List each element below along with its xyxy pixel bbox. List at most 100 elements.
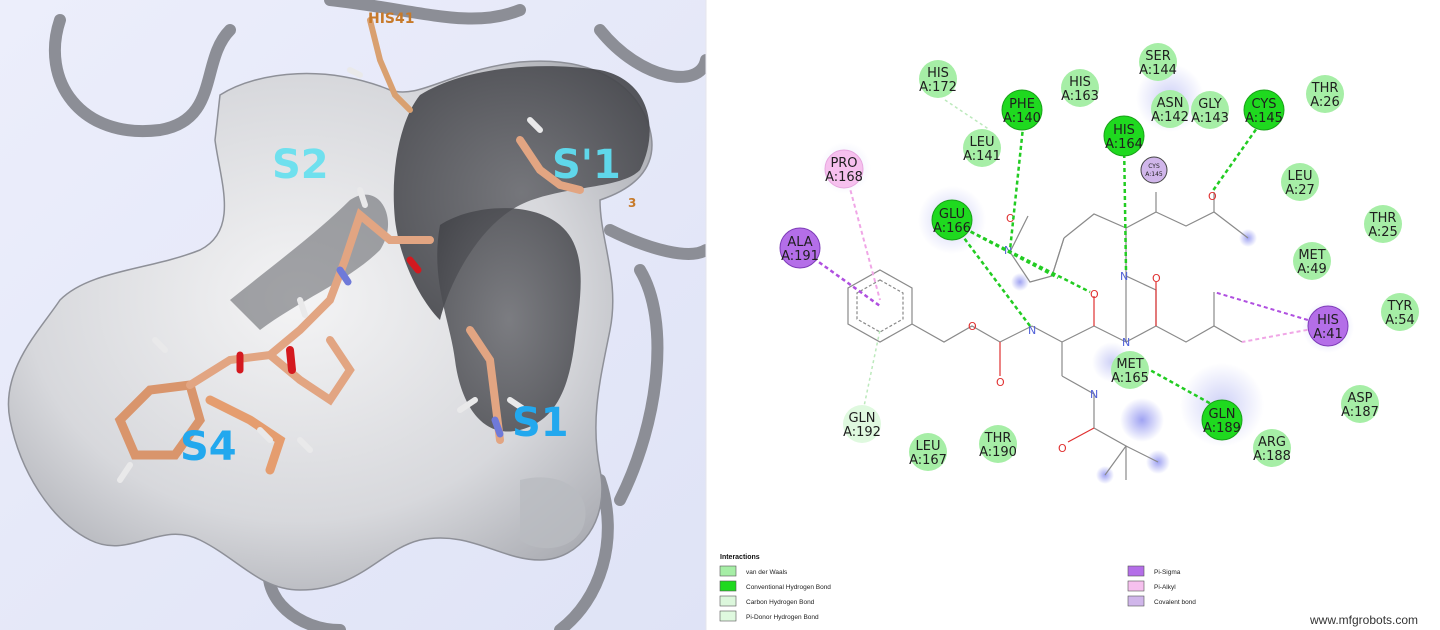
legend-item: Pi-Donor Hydrogen Bond	[719, 610, 819, 622]
residue-number: A:191	[781, 249, 819, 264]
benzene-aromatic	[856, 279, 904, 333]
atom-o-warhead: O	[1208, 190, 1217, 203]
ligand-s1p-chain	[516, 136, 584, 194]
macrocycle-left	[1125, 275, 1157, 342]
site-label-s1-prime: S'1	[552, 142, 621, 188]
ligand-oxygen-3	[406, 256, 422, 274]
residue-name: LEU	[970, 135, 995, 150]
legend-item: Conventional Hydrogen Bond	[719, 580, 831, 592]
residue-disc	[1293, 242, 1331, 280]
ring-bond	[1051, 237, 1065, 277]
legend-label: Pi-Sigma	[1154, 569, 1181, 576]
legend-title: Interactions	[720, 554, 760, 561]
residue-name: GLN	[848, 411, 875, 426]
legend-item: Pi-Sigma	[1127, 565, 1181, 577]
hydrogen-atoms	[117, 67, 543, 483]
legend-swatch	[719, 580, 737, 592]
interaction-lines	[801, 99, 1329, 417]
residue-number: A:192	[843, 425, 881, 440]
h-atom	[297, 297, 308, 318]
residue-disc	[1151, 90, 1189, 128]
surface-shadow-mid	[230, 194, 389, 330]
ribbon-right-lower	[614, 264, 664, 506]
ligand-nitrogen-1	[336, 266, 352, 286]
residue-name: GLU	[939, 207, 965, 222]
covalent-residue-name: CYS	[1148, 163, 1160, 170]
atom-o-amide1: O	[1090, 288, 1099, 301]
peptide-backbone	[1031, 325, 1157, 343]
amide-carbonyl-3	[1067, 427, 1095, 443]
residue-disc	[1306, 75, 1344, 113]
carbamate-chain	[911, 323, 1033, 343]
residue-name: THR	[1369, 211, 1397, 226]
legend-item: Covalent bond	[1127, 595, 1196, 607]
residue-number: A:141	[963, 149, 1001, 164]
hbond-his164	[1122, 139, 1128, 271]
ligand-s4-chain	[205, 395, 286, 475]
legend-swatch	[719, 565, 737, 577]
residue-number: A:187	[1341, 405, 1379, 420]
atom-o-amide2: O	[1152, 272, 1161, 285]
legend-label: Conventional Hydrogen Bond	[746, 584, 831, 591]
residue-disc	[1111, 351, 1149, 389]
residue-name: HIS	[927, 66, 949, 81]
pisigma-his41	[1213, 291, 1329, 327]
residue-name: PRO	[830, 156, 857, 171]
residue-disc	[1001, 89, 1043, 131]
residue-disc	[1061, 69, 1099, 107]
ligand-2d	[847, 192, 1249, 480]
residue-name: MET	[1298, 248, 1325, 263]
residue-disc	[909, 433, 947, 471]
residue-disc	[1307, 305, 1349, 347]
residue-number: A:163	[1061, 89, 1099, 104]
legend-item: Carbon Hydrogen Bond	[719, 595, 815, 607]
macrocycle-top	[1063, 213, 1127, 276]
ligand-phenyl-ring	[114, 380, 205, 460]
pidonor-gln192	[861, 329, 881, 417]
residue-name: ASN	[1157, 96, 1184, 111]
surface-bump	[520, 477, 586, 549]
residue-name: THR	[984, 431, 1012, 446]
ligand-oxygen-1	[286, 346, 296, 374]
residue-name: GLY	[1198, 97, 1222, 112]
h-atom	[152, 337, 168, 353]
chbond-his172	[944, 99, 991, 131]
protein-ribbons	[49, 0, 706, 630]
residue-label-partial: 3	[628, 196, 636, 210]
site-label-s4: S4	[180, 424, 237, 470]
residue-disc	[919, 60, 957, 98]
residue-name: HIS	[1069, 75, 1091, 90]
residue-name: MET	[1116, 357, 1143, 372]
residue-name: SER	[1145, 49, 1171, 64]
residue-number: A:165	[1111, 371, 1149, 386]
residue-number: A:54	[1385, 313, 1415, 328]
legend-label: Pi-Donor Hydrogen Bond	[746, 614, 819, 621]
residue-disc	[1139, 43, 1177, 81]
residue-number: A:49	[1297, 262, 1327, 277]
covalent-residue-number: A:145	[1145, 171, 1163, 178]
pyrrolidinone	[1009, 215, 1065, 283]
hbond-phe140	[1008, 117, 1026, 251]
residue-number: A:172	[919, 80, 957, 95]
residue-name: HIS	[1113, 123, 1135, 138]
h-atom	[117, 462, 133, 483]
residue-name: ARG	[1258, 435, 1286, 450]
warhead-chain	[1155, 211, 1249, 239]
ribbon-bottom-right	[554, 474, 614, 630]
legend-swatch	[1127, 580, 1145, 592]
